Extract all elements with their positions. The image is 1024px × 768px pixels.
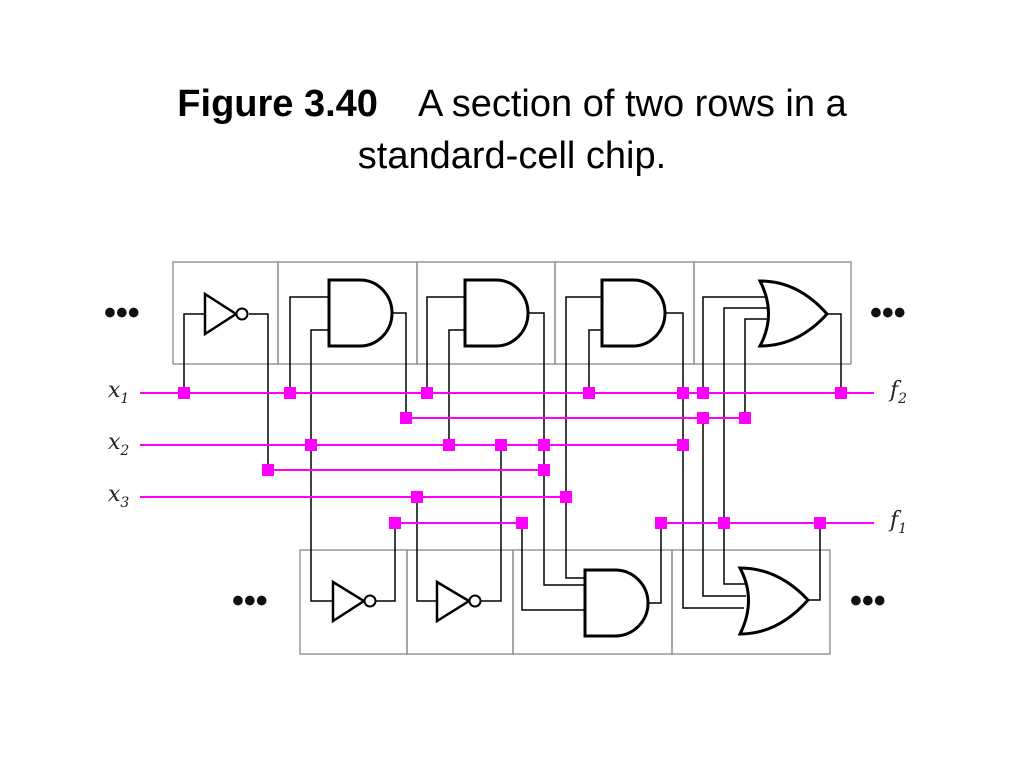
vias <box>178 387 847 529</box>
ellipsis-top-right: ••• <box>870 294 906 332</box>
caption-line-2: standard-cell chip. <box>357 135 667 177</box>
figure-title: Figure 3.40 A section of two rows in a st… <box>0 78 1024 182</box>
and-gate-icon <box>463 278 530 348</box>
and-gate-icon <box>600 278 667 348</box>
routing-tracks <box>140 392 874 524</box>
and-gate-icon <box>583 568 650 638</box>
top-cell-row <box>172 261 852 365</box>
inverter-gate-icon <box>331 579 377 624</box>
ellipsis-top-left: ••• <box>104 294 140 332</box>
ellipsis-bottom-right: ••• <box>850 582 886 620</box>
top-cell-5 <box>693 261 852 365</box>
label-x3: x3 <box>108 482 129 511</box>
label-f2: f2 <box>888 378 907 407</box>
ellipsis-bottom-left: ••• <box>232 582 268 620</box>
caption-line-1: A section of two rows in a <box>417 83 847 125</box>
or-gate-icon <box>737 566 811 636</box>
bottom-cell-4 <box>671 549 831 655</box>
label-f1: f1 <box>888 508 907 537</box>
label-x2: x2 <box>108 430 129 459</box>
and-gate-icon <box>327 278 394 348</box>
label-x1: x1 <box>108 378 129 407</box>
inverter-gate-icon <box>435 579 482 624</box>
figure-label: Figure 3.40 <box>177 83 378 125</box>
bottom-cell-row <box>299 549 831 655</box>
or-gate-icon <box>757 279 830 348</box>
inverter-gate-icon <box>203 291 249 337</box>
